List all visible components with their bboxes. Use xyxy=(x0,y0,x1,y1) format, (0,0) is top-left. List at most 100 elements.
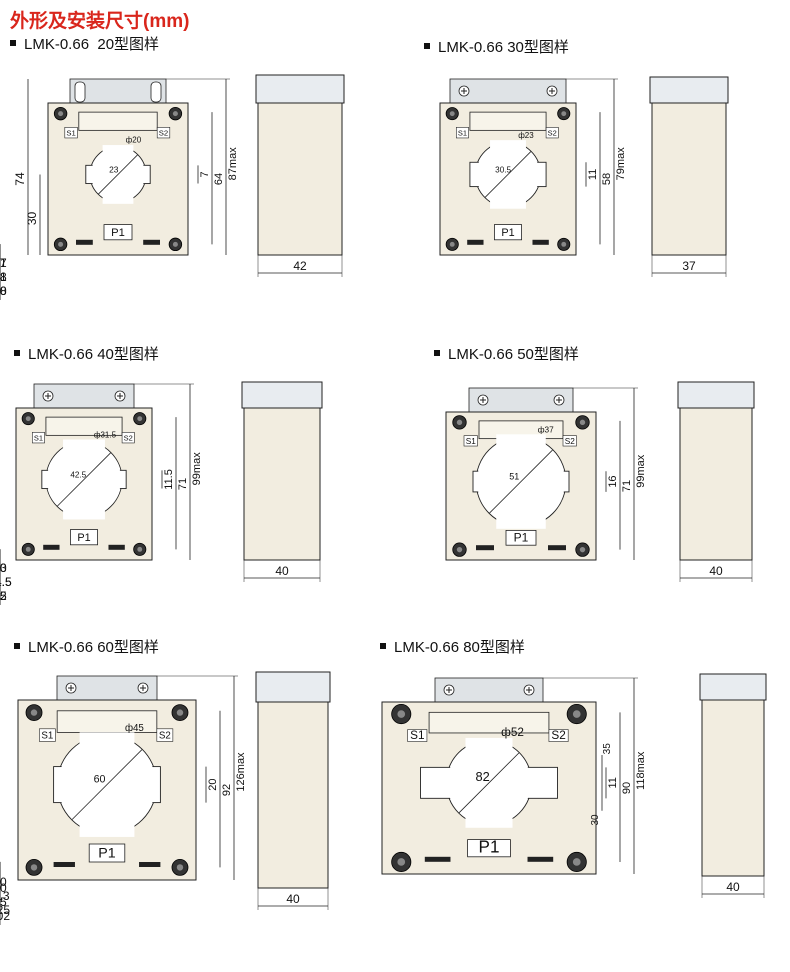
dim-label: 82 xyxy=(0,589,7,603)
side-body xyxy=(243,407,321,561)
window-diameter-label: ф37 xyxy=(538,426,554,435)
model-label-60: LMK-0.66 60型图样 xyxy=(14,636,159,657)
p1-label: P1 xyxy=(111,227,125,239)
dim-label: 40 xyxy=(275,564,289,578)
screw-center xyxy=(456,419,463,426)
terminal-tab xyxy=(532,239,549,245)
window-diameter-label: ф52 xyxy=(501,726,524,739)
front-view-20: S1S223ф20P137586876487max7430 xyxy=(0,78,239,300)
terminal-label: S1 xyxy=(410,729,424,742)
side-view-60: 40 xyxy=(255,671,331,910)
dim-label: 50 xyxy=(0,881,7,895)
dim-label: 90 xyxy=(621,782,633,794)
screw-center xyxy=(561,111,567,117)
screw-center xyxy=(397,710,406,718)
terminal-label: S1 xyxy=(458,129,467,138)
diameter-line xyxy=(458,752,520,814)
diagonal-dim-label: 51 xyxy=(509,472,519,482)
screw-center xyxy=(449,111,455,117)
p1-plate xyxy=(493,224,522,241)
model-label-40: LMK-0.66 40型图样 xyxy=(14,343,159,364)
terminal-tab xyxy=(143,239,160,245)
diameter-line xyxy=(71,749,143,820)
p1-label: P1 xyxy=(98,846,115,862)
side-view-50: 40 xyxy=(677,381,755,582)
dim-label: 40 xyxy=(709,564,723,578)
nameplate-window xyxy=(469,111,547,131)
dim-label: 58 xyxy=(0,270,7,284)
side-cap xyxy=(255,74,345,104)
dim-label: 99max xyxy=(635,454,647,488)
diagonal-dim-label: 23 xyxy=(109,164,119,174)
screw-center xyxy=(456,546,463,553)
side-view-20: 42 xyxy=(255,74,345,277)
dim-label: 74 xyxy=(13,172,27,186)
dim-label: 11 xyxy=(587,169,599,180)
p1-plate xyxy=(505,530,537,546)
terminal-label: S2 xyxy=(159,129,168,138)
dim-label: 43 xyxy=(0,561,7,575)
dim-label: 87max xyxy=(227,147,239,181)
model-label-50: LMK-0.66 50型图样 xyxy=(434,343,579,364)
terminal-tab xyxy=(424,856,451,862)
p1-plate xyxy=(467,839,511,858)
dim-label: 16 xyxy=(607,475,619,487)
screw-center xyxy=(137,416,143,422)
dim-label: 37 xyxy=(0,256,7,270)
dim-label: 7 xyxy=(199,171,211,177)
screw-center xyxy=(579,546,586,553)
bullet-icon xyxy=(424,43,430,50)
terminal-tab xyxy=(108,544,125,550)
side-cap xyxy=(255,671,331,703)
terminal-tab xyxy=(548,545,566,551)
side-body xyxy=(679,407,753,561)
slot-icon xyxy=(150,81,162,103)
bullet-icon xyxy=(14,350,20,357)
diameter-line xyxy=(484,151,532,198)
terminal-box xyxy=(64,127,78,139)
screw-center xyxy=(449,241,455,247)
screw-center xyxy=(176,709,184,716)
screw-center xyxy=(579,419,586,426)
dim-label: 68 xyxy=(0,284,7,298)
dim-label: 37 xyxy=(682,259,696,273)
terminal-label: S2 xyxy=(159,731,171,742)
bullet-icon xyxy=(14,643,20,650)
screw-center xyxy=(25,546,31,552)
side-body xyxy=(651,102,727,256)
screw-center xyxy=(572,710,581,718)
p1-plate xyxy=(103,224,133,241)
terminal-box xyxy=(156,728,174,742)
dim-label: 20 xyxy=(207,778,219,790)
screw-center xyxy=(137,546,143,552)
model-label-20: LMK-0.66 20型图样 xyxy=(10,34,190,56)
side-view-40: 40 xyxy=(241,381,323,582)
screw-center xyxy=(572,858,581,866)
terminal-box xyxy=(463,435,478,447)
dim-label: 118max xyxy=(635,751,647,790)
screw-center xyxy=(172,111,178,117)
terminal-box xyxy=(32,432,45,444)
dim-label: 30 xyxy=(25,211,39,225)
dim-label: 11 xyxy=(607,777,619,788)
terminal-tab xyxy=(139,862,161,867)
dim-label: 35 xyxy=(602,743,613,755)
dim-label: 75 xyxy=(0,589,7,603)
dim-label: 40 xyxy=(726,880,740,894)
bullet-icon xyxy=(434,350,440,357)
nameplate-window xyxy=(428,711,550,734)
nameplate-window xyxy=(78,111,158,131)
side-body xyxy=(257,102,343,256)
side-view-30: 37 xyxy=(649,76,729,277)
window-diameter-label: ф45 xyxy=(125,723,144,734)
mounting-bracket xyxy=(69,78,167,108)
screw-center xyxy=(30,709,38,716)
side-view-80: 40 xyxy=(699,673,767,898)
dim-label: 79max xyxy=(615,147,627,181)
terminal-box xyxy=(121,432,135,444)
mounting-bracket xyxy=(449,78,567,108)
p1-label: P1 xyxy=(479,838,500,857)
terminal-tab xyxy=(53,862,75,867)
dim-label: 71 xyxy=(177,478,189,490)
